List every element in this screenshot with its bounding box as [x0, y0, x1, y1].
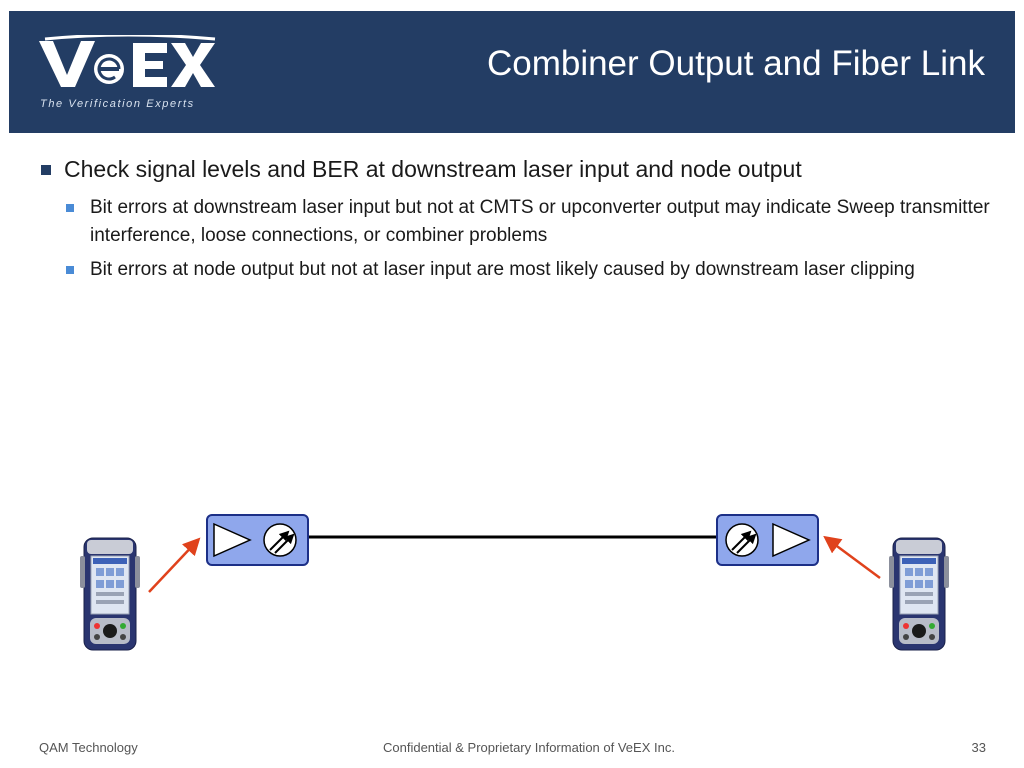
bullet-square-icon — [66, 204, 74, 212]
footer-left: QAM Technology — [39, 740, 138, 755]
bullet-square-icon — [41, 165, 51, 175]
bullet-sub-text: Bit errors at node output but not at las… — [90, 259, 915, 280]
test-meter-icon — [889, 537, 949, 651]
slide-title: Combiner Output and Fiber Link — [486, 44, 985, 83]
optical-node-icon — [716, 514, 819, 566]
footer-center: Confidential & Proprietary Information o… — [383, 740, 675, 755]
bullet-main-text: Check signal levels and BER at downstrea… — [64, 156, 802, 182]
veex-logo — [37, 35, 217, 125]
bullet-sub-text: Bit errors at downstream laser input but… — [90, 197, 990, 246]
test-point-arrow-left — [148, 537, 201, 593]
header-band: The Verification Experts Combiner Output… — [9, 11, 1015, 133]
test-point-arrow-right — [823, 535, 881, 580]
bullet-square-icon — [66, 266, 74, 274]
page-number: 33 — [971, 740, 986, 755]
laser-transmitter-icon — [206, 514, 309, 566]
test-meter-icon — [80, 537, 140, 651]
veex-logo-mark — [39, 35, 216, 87]
logo-tagline: The Verification Experts — [40, 98, 195, 110]
